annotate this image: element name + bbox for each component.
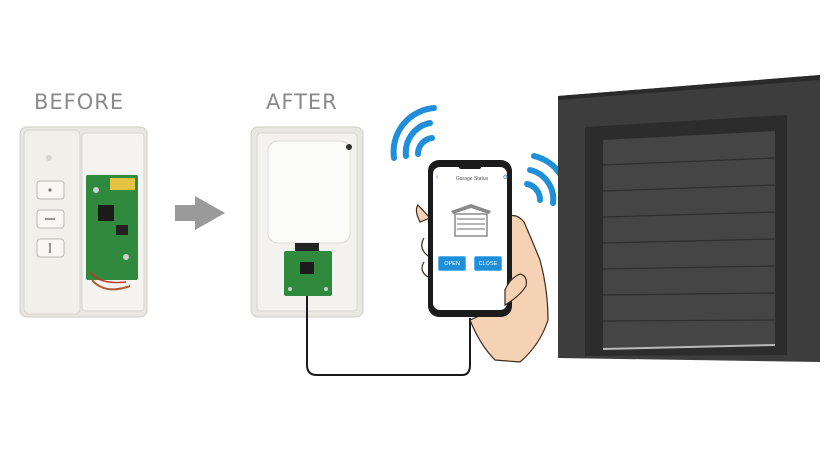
phone-screen: ‹ Garage Status ⚙ OPEN CLOSE — [436, 170, 508, 310]
usb-cable — [306, 296, 471, 376]
smart-module — [267, 140, 351, 244]
chevron-left-icon[interactable]: ‹ — [436, 174, 439, 181]
garage-door-icon — [451, 204, 491, 237]
smartphone — [428, 160, 512, 317]
gear-icon[interactable]: ⚙ — [502, 175, 508, 181]
garage-door — [558, 75, 820, 362]
after-wall-unit — [250, 126, 364, 318]
open-button[interactable]: OPEN — [438, 256, 466, 271]
before-label: BEFORE — [34, 90, 125, 114]
after-label: AFTER — [266, 90, 338, 114]
close-button[interactable]: CLOSE — [474, 256, 502, 271]
wifi-signal-icon — [390, 105, 437, 161]
app-title: Garage Status — [455, 176, 489, 182]
arrow-icon — [175, 196, 225, 230]
before-circuit-board — [86, 175, 138, 280]
before-wall-switch — [19, 126, 148, 318]
